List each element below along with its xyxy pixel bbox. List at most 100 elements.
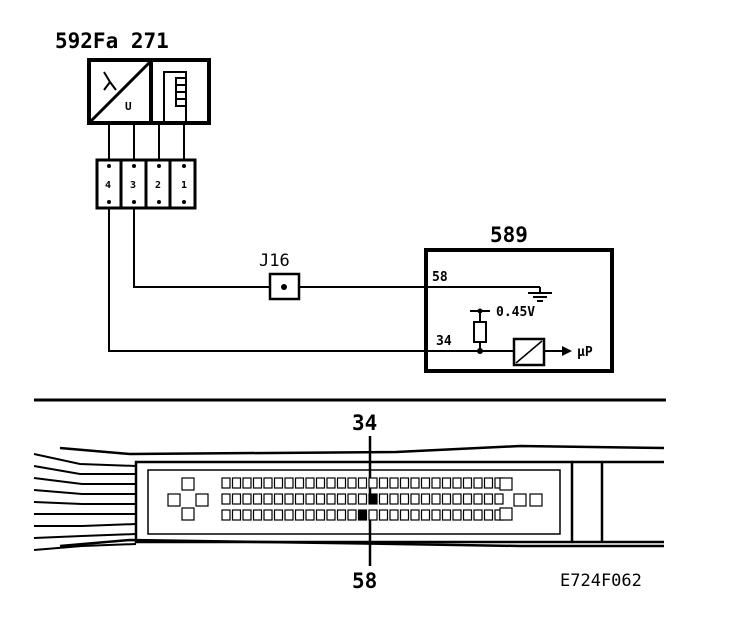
pin-cavity [378, 493, 389, 505]
pin-cavity [315, 509, 326, 521]
pin-cavity [284, 477, 294, 489]
pin-cavity [368, 509, 378, 521]
pin-cavity [462, 509, 473, 521]
pin-cavity [336, 509, 347, 521]
adc-converter-icon [430, 337, 572, 367]
sensor-connector [95, 158, 197, 210]
pin-cavity [231, 493, 242, 505]
junction-dot [281, 284, 287, 290]
pin-cavity [284, 509, 294, 521]
pin-cavity [221, 477, 231, 489]
sensor-label: 592Fa 271 [55, 29, 169, 53]
pin-cavity [378, 509, 389, 521]
pin-cavity [221, 509, 231, 521]
pin-cavity [242, 477, 252, 489]
ecu-label: 589 [490, 223, 528, 247]
pin-cavity [242, 509, 252, 521]
pin-cavity [420, 493, 431, 505]
sensor-body [87, 58, 211, 125]
pin-cavity [462, 493, 473, 505]
pin-cavity [221, 493, 231, 505]
highlighted-pin-cavity [368, 493, 378, 505]
power-pin-cavity [499, 477, 513, 491]
sensor-glyph: U [125, 100, 132, 113]
connector-pin-4: 4 [105, 180, 111, 191]
pin-cavity [231, 477, 242, 489]
pin-cavity [494, 493, 504, 505]
signal-wires [108, 208, 430, 352]
pin-cavity [347, 477, 357, 489]
power-pin-cavity [529, 493, 543, 507]
pin-cavity [452, 477, 462, 489]
pin-cavity [399, 509, 410, 521]
pin-cavity [368, 477, 378, 489]
pin-cavity [431, 493, 441, 505]
pin-cavity [315, 493, 326, 505]
bias-resistor [470, 310, 490, 351]
highlighted-pin-cavity [357, 509, 368, 521]
pin-cavity [252, 493, 263, 505]
pin-cavity [305, 493, 315, 505]
connector-pin-3: 3 [130, 180, 136, 191]
heater-icon [163, 71, 187, 123]
sensor-leads [108, 123, 185, 160]
connector-pin-1-label: 1 [181, 180, 187, 191]
pin-cavity [431, 509, 441, 521]
pin-cavity [441, 477, 452, 489]
ground-icon [430, 286, 552, 302]
pin-cavity [483, 477, 494, 489]
connector-terminals [107, 164, 186, 204]
pin-cavity [483, 509, 494, 521]
pin-cavity [252, 509, 263, 521]
pin-cavity [389, 509, 399, 521]
power-pin-cavity [513, 493, 527, 507]
pin-cavity [420, 509, 431, 521]
pin-cavity [452, 493, 462, 505]
power-pin-cavity [181, 507, 195, 521]
pin-cavity [294, 493, 305, 505]
pin-cavity [263, 477, 273, 489]
pin-cavity [473, 509, 483, 521]
power-pin-cavity [167, 493, 181, 507]
pin-cavity [452, 509, 462, 521]
pin-cavity [389, 493, 399, 505]
ecu-pin-58: 58 [432, 270, 448, 285]
pin-cavity [378, 477, 389, 489]
pin-cavity [441, 509, 452, 521]
pin-cavity [399, 493, 410, 505]
pin-cavity [410, 493, 420, 505]
pin-cavity [326, 493, 336, 505]
vref-node [477, 308, 483, 314]
figure-code: E724F062 [560, 571, 642, 591]
connector-callout-34: 34 [352, 411, 377, 435]
pin-cavity [336, 493, 347, 505]
power-pin-cavity [195, 493, 209, 507]
pin-cavity [326, 477, 336, 489]
pin-cavity [410, 477, 420, 489]
pin-cavity [441, 493, 452, 505]
pin-cavity [305, 509, 315, 521]
pin-cavity [273, 493, 284, 505]
pin-cavity [294, 509, 305, 521]
ecu-microprocessor-label: µP [577, 345, 593, 360]
ecu-body [424, 248, 614, 373]
ecu-connector-pin-grid [167, 477, 543, 521]
pin-cavity [483, 493, 494, 505]
power-pin-cavity [499, 507, 513, 521]
power-pin-cavity [181, 477, 195, 491]
pin-cavity [357, 493, 368, 505]
ecu-reference-voltage: 0.45V [496, 305, 535, 320]
pin-cavity [326, 509, 336, 521]
connector-callout-58: 58 [352, 569, 377, 593]
converter-diagonal [89, 60, 152, 123]
pin-cavity [231, 509, 242, 521]
pin-cavity [305, 477, 315, 489]
ecu-connector-housing [59, 444, 665, 548]
pin-cavity [273, 477, 284, 489]
pin-cavity [347, 493, 357, 505]
pin-cavity [473, 477, 483, 489]
connector-pin-2: 2 [155, 180, 161, 191]
pin-cavity [252, 477, 263, 489]
pin-cavity [273, 509, 284, 521]
